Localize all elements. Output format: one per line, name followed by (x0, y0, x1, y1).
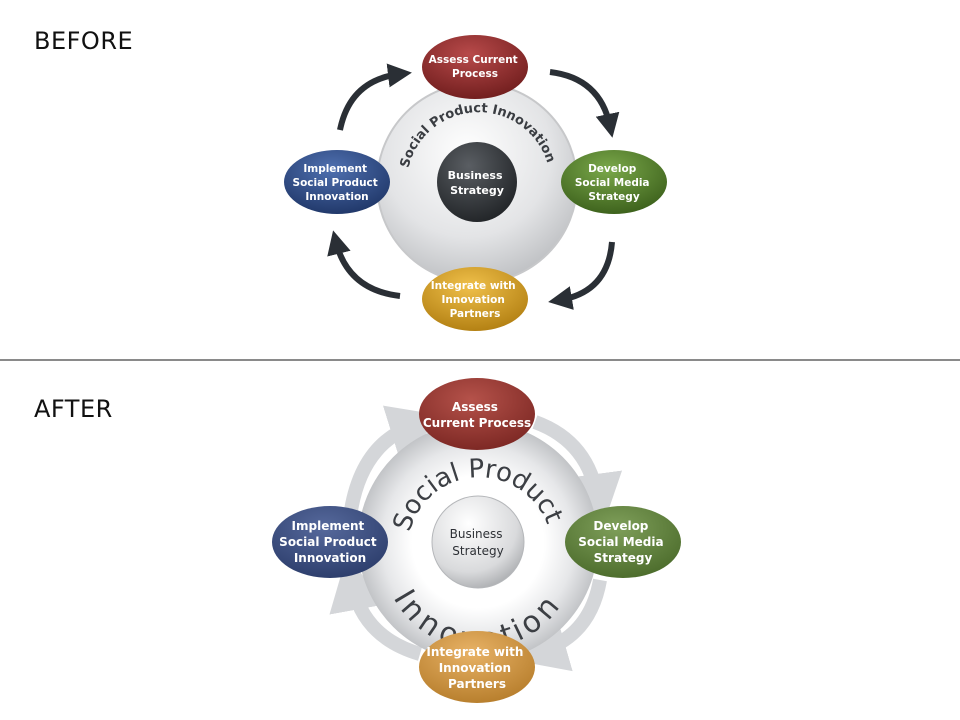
svg-text:Implement Social Product: Implement Social Product Innovation (279, 519, 381, 565)
svg-text:Assess Current Process: Assess Current Process (423, 400, 531, 430)
before-node-integrate: Integrate with Innovation Partners (422, 267, 528, 331)
before-node-assess: Assess Current Process (422, 35, 528, 99)
after-node-develop: Develop Social Media Strategy (565, 506, 681, 578)
after-heading: AFTER (34, 395, 113, 423)
svg-text:Develop Social Media: Develop Social Media Strategy (578, 519, 668, 565)
before-node-develop: Develop Social Media Strategy (561, 150, 667, 214)
svg-text:Integrate with Innovatio: Integrate with Innovation Partners (426, 645, 527, 691)
after-diagram: Social Product Innovation Business Strat… (272, 378, 681, 703)
before-heading: BEFORE (34, 27, 134, 55)
after-node-implement: Implement Social Product Innovation (272, 506, 388, 578)
after-arrow-top-left (343, 405, 445, 518)
section-divider (0, 359, 960, 361)
before-center-circle (437, 142, 517, 222)
before-node-implement: Implement Social Product Innovation (284, 150, 390, 214)
before-arrow-top-right (549, 69, 620, 138)
after-center-label: Business Strategy (450, 527, 507, 558)
before-arrow-top-left (337, 63, 412, 131)
svg-text:Develop Social Media: Develop Social Media Strategy (575, 163, 653, 203)
after-node-integrate: Integrate with Innovation Partners (419, 631, 535, 703)
before-diagram: Social Product Innovation Business Strat… (284, 35, 667, 331)
after-arrow-bottom-left (329, 554, 423, 661)
before-arrow-bottom-left (327, 230, 401, 299)
before-arrow-bottom-right (548, 241, 615, 310)
after-arrow-top-right (532, 415, 623, 530)
svg-text:Implement Social Product: Implement Social Product Innovation (293, 163, 382, 203)
svg-text:Integrate with Innovatio: Integrate with Innovation Partners (431, 280, 520, 320)
after-node-assess: Assess Current Process (419, 378, 535, 450)
before-center-label: Business Strategy (448, 169, 507, 197)
after-arrow-bottom-right (511, 578, 607, 672)
after-center-circle (431, 495, 525, 589)
svg-text:Assess Current Process: Assess Current Process (429, 54, 522, 80)
